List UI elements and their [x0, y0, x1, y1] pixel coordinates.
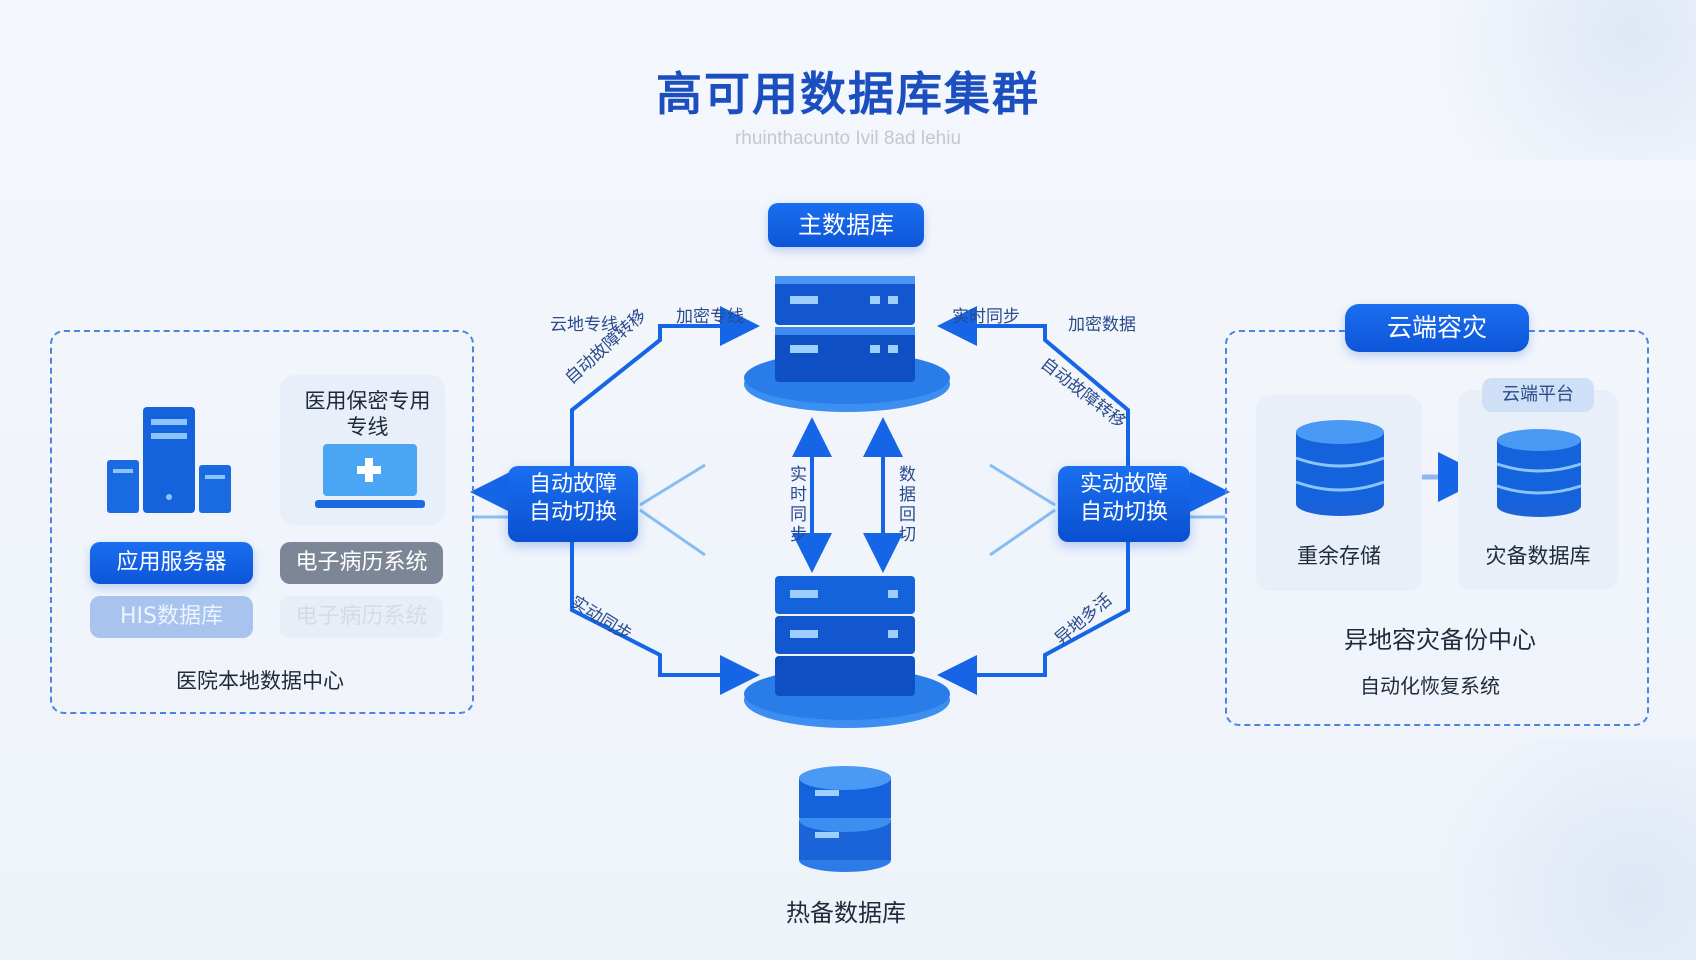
app-server-button[interactable]: 应用服务器	[90, 542, 253, 584]
dr-center-subtitle: 自动化恢复系统	[1360, 674, 1500, 698]
dedicated-line-label: 医用保密专用专线	[304, 389, 431, 439]
standby-db-server-icon	[744, 576, 950, 728]
app-server-icon	[107, 407, 231, 513]
edge-label-left-top-1: 云地专线	[550, 315, 618, 335]
dr-db-cylinder-icon	[1496, 429, 1582, 517]
storage-cylinder-icon	[1295, 420, 1385, 516]
right-failover-node: 实动故障 自动切换	[1058, 466, 1190, 542]
right-failover-line1: 实动故障	[1079, 472, 1168, 497]
dr-db-label: 灾备数据库	[1485, 544, 1591, 568]
local-data-center-title: 医院本地数据中心	[176, 669, 344, 693]
bg-glow-bottom-right	[1396, 740, 1696, 960]
left-failover-line1: 自动故障	[528, 472, 617, 497]
page-title: 高可用数据库集群	[656, 67, 1040, 121]
primary-db-label: 主数据库	[768, 203, 924, 247]
cloud-dr-badge: 云端容灾	[1345, 304, 1529, 352]
local-data-center-box	[50, 330, 474, 714]
hot-standby-cylinder-icon	[799, 766, 891, 872]
left-failover-line2: 自动切换	[528, 500, 617, 525]
right-failover-line2: 自动切换	[1079, 500, 1168, 525]
left-failover-node: 自动故障 自动切换	[508, 466, 638, 542]
emr-system-ghost-button: 电子病历系统	[280, 596, 443, 638]
cloud-platform-tag: 云端平台	[1482, 378, 1594, 412]
edge-label-center-right: 数据回切	[895, 465, 915, 545]
emr-system-button[interactable]: 电子病历系统	[280, 542, 443, 584]
edge-label-right-top-2: 加密数据	[1068, 315, 1136, 335]
storage-label: 重余存储	[1297, 544, 1381, 568]
dr-center-title: 异地容灾备份中心	[1344, 626, 1536, 654]
hot-standby-label: 热备数据库	[786, 899, 906, 927]
bg-glow-top-right	[1376, 0, 1696, 160]
page-subtitle: rhuinthacunto Ivil 8ad lehiu	[734, 128, 962, 149]
edge-label-center-left: 实时同步	[786, 465, 806, 545]
his-database-button[interactable]: HIS数据库	[90, 596, 253, 638]
edge-label-right-top-1: 实时同步	[952, 307, 1020, 327]
edge-label-left-top-2: 加密专线	[676, 307, 744, 327]
primary-db-server-icon	[744, 276, 950, 412]
medical-monitor-icon	[315, 444, 425, 508]
